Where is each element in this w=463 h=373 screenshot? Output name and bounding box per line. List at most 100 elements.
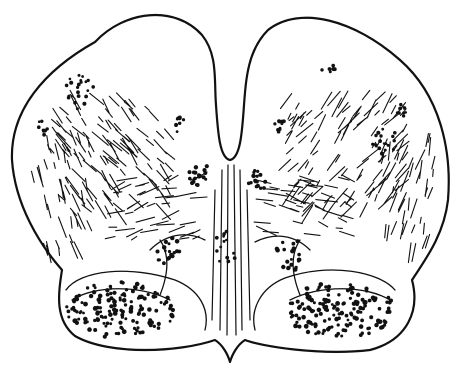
left-fiber-stroke [82,118,86,125]
cell-dot [313,301,316,304]
right-fiber-stroke [339,118,346,129]
left-fiber-stroke [136,167,144,175]
left-fiber-stroke [118,184,130,190]
right-fiber-stroke [362,90,369,99]
left-fiber-stroke [113,141,128,154]
cell-dot [402,114,405,117]
cell-dot [122,298,127,303]
left-fiber-stroke [131,109,139,120]
cell-dot [75,310,78,313]
cell-dot [83,321,87,325]
left-fiber-stroke [64,152,65,163]
left-fiber-stroke [103,191,111,201]
right-fiber-stroke [288,163,298,171]
left-fiber-stroke [136,217,154,222]
right-fiber-stroke [299,136,307,143]
right-fiber-stroke [311,140,320,154]
left-fiber-stroke [148,164,152,170]
left-fiber-stroke [98,124,109,132]
left-fiber-stroke [71,242,78,259]
left-fiber-stroke [37,167,43,187]
cell-dot [147,293,150,296]
cell-dot [37,125,41,129]
cell-dot [79,310,82,313]
left-fiber-stroke [70,186,79,199]
cell-dot [256,170,259,173]
cell-dot [289,302,292,305]
cell-dot [225,256,229,260]
left-fiber-stroke [78,213,85,229]
cell-dot [65,305,68,308]
cell-dot [398,107,402,111]
right-fiber-stroke [338,218,346,222]
cell-dot [368,327,371,330]
cell-dot [191,180,195,184]
cell-dot [117,332,121,336]
cell-dot [89,294,93,298]
right-fiber-stroke [357,169,362,179]
right-fiber-stroke [283,190,293,205]
cell-dot [376,319,380,323]
cell-dot [197,173,201,177]
cell-dot [140,295,144,299]
left-fiber-stroke [169,226,184,232]
cell-dot [77,94,81,98]
right-fiber-stroke [345,202,352,207]
cell-dot [338,312,341,315]
cell-dot [78,74,81,77]
cell-dot [121,294,124,297]
left-fiber-stroke [89,151,92,157]
cell-dot [306,330,310,334]
right-fiber-stroke [309,168,313,175]
cell-dot [124,303,127,306]
cell-dot [335,301,340,306]
cell-dot [69,81,73,85]
cell-dot [175,239,180,244]
cell-dot [137,312,141,316]
cell-dot [347,319,350,322]
right-fiber-stroke [391,106,395,114]
cell-dot [371,143,374,146]
left-fiber-stroke [132,236,137,240]
cell-dot [391,135,394,138]
left-fiber-stroke [137,128,148,137]
cell-dot [374,143,377,146]
cell-dot [354,316,359,321]
cell-dot [169,304,173,308]
cell-dot [192,171,196,175]
left-fiber-stroke [44,195,47,209]
cell-dot [42,133,46,137]
cell-dot [293,324,298,329]
cell-dot [349,283,352,286]
right-fiber-stroke [412,244,416,262]
cell-dot [188,177,192,181]
cell-dot [148,318,152,322]
cell-dot [87,79,90,82]
left-fiber-stroke [120,169,125,175]
cell-dot [297,259,300,262]
cell-dot [379,326,383,330]
right-fiber-stroke [313,151,318,155]
cell-dot [119,296,122,299]
cell-dot [157,322,161,326]
cell-dot [331,67,334,70]
cell-dot [367,332,371,336]
right-fiber-stroke [297,206,303,208]
cell-dot [317,308,322,313]
right-fiber-stroke [335,132,341,144]
cell-dot [332,314,335,317]
cell-dot [258,173,262,177]
left-fiber-stroke [102,171,111,189]
cell-dot [337,316,341,320]
cell-dot [107,298,111,302]
cell-dot [112,308,116,312]
cell-dot [232,252,235,255]
left-fiber-stroke [59,217,67,237]
cell-dot [168,242,171,245]
cell-dot [345,323,348,326]
cell-dot [296,300,300,304]
cell-dot [173,251,176,254]
cell-dot [72,318,77,323]
right-fiber-stroke [357,159,368,168]
left-fiber-stroke [108,211,125,214]
